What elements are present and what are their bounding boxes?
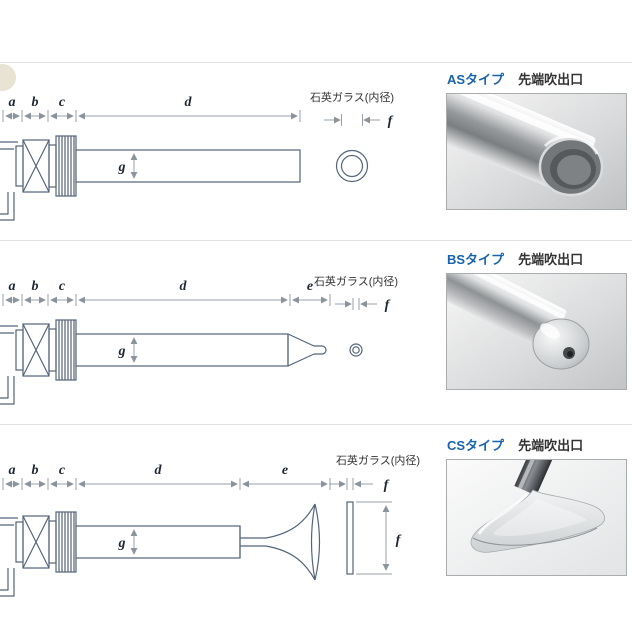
as-diagram: a b c d g f 石英ガラス(内径): [0, 90, 394, 221]
dim-label-g: g: [118, 160, 126, 175]
g-dimension: g: [118, 529, 138, 555]
dimension-row: a b c d: [2, 95, 301, 122]
dim-label-c: c: [59, 279, 66, 294]
cs-type-label: CSタイプ: [447, 438, 505, 453]
cs-outlet-label: 先端吹出口: [518, 438, 584, 453]
section-divider-top: [0, 62, 632, 63]
g-dimension: g: [118, 337, 138, 363]
g-dimension: g: [118, 153, 138, 179]
tip-cross-section: [335, 149, 369, 183]
dim-label-e: e: [307, 279, 313, 294]
dim-label-f-side: f: [396, 533, 402, 548]
metal-tube: [447, 274, 567, 351]
bs-diagram: a b c d e g f 石英ガラス(内径): [0, 274, 398, 405]
dim-label-b: b: [32, 463, 39, 478]
tip-cross-section: [349, 343, 363, 357]
dim-label-a: a: [9, 463, 16, 478]
bs-type-label: BSタイプ: [447, 252, 505, 267]
glass-fan-tip: [470, 489, 605, 553]
f-dimension-top: f: [329, 478, 390, 493]
cs-panel: CSタイプ 先端吹出口: [446, 438, 627, 576]
glass-label: 石英ガラス(内径): [310, 90, 394, 104]
dim-label-b: b: [32, 279, 39, 294]
tapered-tip: [287, 333, 327, 367]
bs-product-photo: [446, 273, 627, 390]
section-divider-2: [0, 424, 632, 425]
dim-label-b: b: [32, 95, 39, 110]
cs-diagram: a b c d e g f f 石英ガラス(内: [0, 453, 420, 597]
f-dimension: f: [335, 298, 391, 313]
tube-opening: [538, 135, 604, 197]
glass-label: 石英ガラス(内径): [336, 453, 420, 467]
dim-label-f: f: [384, 478, 390, 493]
dimension-row: a b c d e: [2, 463, 331, 490]
cs-product-photo: [446, 459, 627, 576]
as-panel: ASタイプ 先端吹出口: [446, 72, 627, 210]
f-dimension: f: [324, 114, 394, 129]
burner-fitting: [0, 135, 77, 221]
burner-fitting: [0, 319, 77, 405]
cs-panel-header: CSタイプ 先端吹出口: [447, 438, 627, 454]
bs-outlet-label: 先端吹出口: [518, 252, 584, 267]
quartz-tube: [75, 525, 241, 559]
quartz-tube: [75, 333, 289, 367]
bs-panel-header: BSタイプ 先端吹出口: [447, 252, 627, 268]
dim-label-f: f: [388, 114, 394, 129]
dim-label-c: c: [59, 95, 66, 110]
as-product-photo: [446, 93, 627, 210]
fan-tip: [239, 503, 321, 581]
dimension-row: a b c d e: [2, 279, 331, 306]
metal-holder: [514, 460, 558, 496]
left-edge-tab: [0, 64, 16, 91]
dim-label-a: a: [9, 95, 16, 110]
burner-fitting: [0, 511, 77, 597]
as-panel-header: ASタイプ 先端吹出口: [447, 72, 627, 88]
dim-label-a: a: [9, 279, 16, 294]
tip-cross-section: [346, 501, 354, 575]
dim-label-d: d: [180, 279, 188, 294]
dim-label-g: g: [118, 344, 126, 359]
bs-panel: BSタイプ 先端吹出口: [446, 252, 627, 390]
glass-label: 石英ガラス(内径): [314, 274, 398, 288]
dim-label-g: g: [118, 536, 126, 551]
dim-label-d: d: [155, 463, 163, 478]
dim-label-d: d: [185, 95, 193, 110]
dim-label-e: e: [282, 463, 288, 478]
f-dimension-side: f: [356, 501, 402, 575]
as-outlet-label: 先端吹出口: [518, 72, 584, 87]
dim-label-c: c: [59, 463, 66, 478]
as-type-label: ASタイプ: [447, 72, 505, 87]
quartz-tube: [75, 149, 301, 183]
glass-tip: [532, 318, 590, 370]
section-divider-1: [0, 240, 632, 241]
dim-label-f: f: [385, 298, 391, 313]
